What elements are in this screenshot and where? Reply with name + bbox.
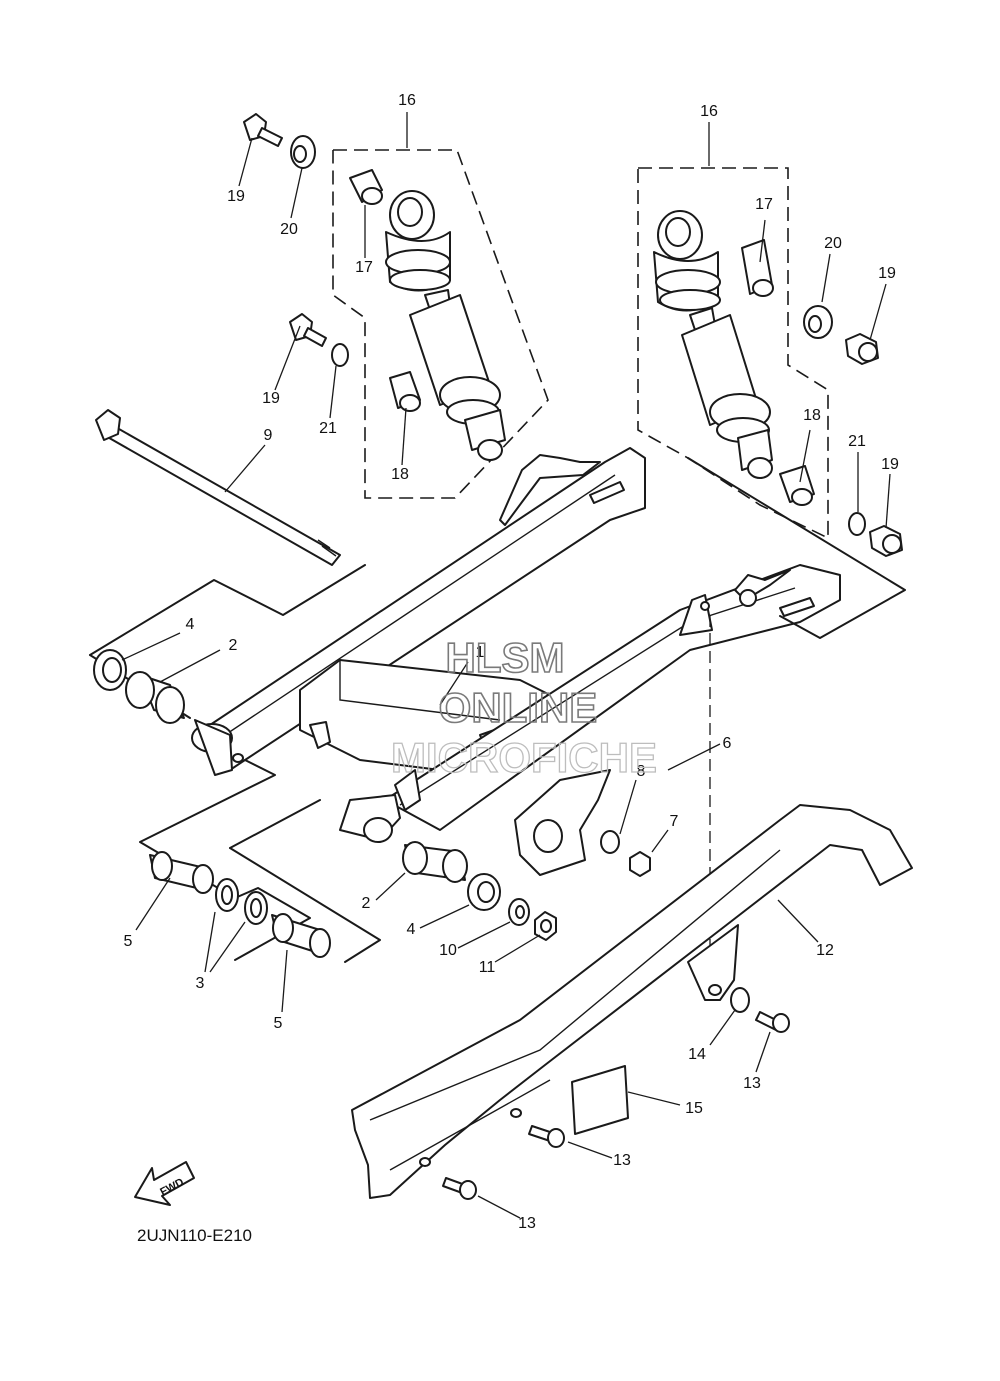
- washer-20-left: [290, 135, 316, 169]
- callout-17-left: 17: [355, 259, 373, 276]
- callout-18-left: 18: [391, 466, 409, 483]
- bushing-18-right: [779, 465, 815, 506]
- collar-5-lower: [271, 913, 331, 958]
- callout-18-right: 18: [803, 407, 821, 424]
- callout-4-right: 4: [407, 921, 416, 938]
- callout-20-right: 20: [824, 235, 842, 252]
- callout-19-right-upper: 19: [878, 265, 896, 282]
- swingarm: [191, 447, 841, 843]
- callout-19-mid-left: 19: [262, 390, 280, 407]
- washer-3-b: [244, 891, 268, 925]
- screw-13-b: [528, 1125, 565, 1148]
- bolt-19-top-left: [243, 113, 283, 147]
- callout-20-left: 20: [280, 221, 298, 238]
- callout-17-right: 17: [755, 196, 773, 213]
- seal-4-right: [467, 873, 501, 911]
- bushing-2-right: [402, 841, 468, 883]
- callouts: 16 16 17 17 18 18 19 19 19 19 20 20 21 2…: [124, 92, 899, 1232]
- shock-group-left-box: [332, 149, 549, 499]
- callout-16-right: 16: [700, 103, 718, 120]
- washer-21-left: [331, 343, 349, 367]
- chain-case-12: [351, 804, 913, 1199]
- callout-4-left: 4: [186, 616, 195, 633]
- bolt-19-right-upper: [845, 333, 879, 365]
- callout-1: 1: [476, 644, 485, 661]
- callout-13-right: 13: [743, 1075, 761, 1092]
- callout-19-right-lower: 19: [881, 456, 899, 473]
- seal-4-left: [93, 649, 127, 691]
- watermark-line-3: MICROFICHE: [391, 734, 657, 781]
- bushing-2-left: [125, 671, 185, 724]
- washer-21-right: [848, 512, 866, 536]
- washer-14: [730, 987, 750, 1013]
- washer-20-right: [803, 305, 833, 339]
- watermark-line-2: ONLINE: [439, 684, 598, 731]
- callout-5-upper: 5: [124, 933, 133, 950]
- pivot-axle: [95, 409, 341, 566]
- shock-group-right-box: [637, 167, 829, 540]
- bolt-19-right-lower: [869, 525, 903, 557]
- callout-21-right: 21: [848, 433, 866, 450]
- washer-8: [600, 830, 620, 854]
- leader-lines: [121, 112, 891, 1219]
- callout-14: 14: [688, 1046, 706, 1063]
- collar-5-upper: [149, 851, 214, 894]
- callout-2-right: 2: [362, 895, 371, 912]
- fwd-arrow-icon: FWD: [134, 1161, 195, 1206]
- callout-11: 11: [479, 959, 496, 976]
- screw-13-c: [442, 1177, 477, 1200]
- callout-12: 12: [816, 942, 834, 959]
- callout-2-left: 2: [229, 637, 238, 654]
- bolt-7: [629, 851, 651, 877]
- callout-5-lower: 5: [274, 1015, 283, 1032]
- callout-9: 9: [264, 427, 273, 444]
- nut-11: [534, 911, 557, 941]
- bushing-17-left: [349, 169, 383, 205]
- label-15: [571, 1065, 629, 1135]
- shock-absorber-left: [385, 190, 506, 461]
- screw-13-a: [755, 1011, 790, 1033]
- washer-3-a: [215, 878, 239, 912]
- watermark: HLSM ONLINE MICROFICHE: [390, 633, 657, 781]
- callout-21-left: 21: [319, 420, 337, 437]
- chain-puller-6: [514, 769, 611, 876]
- bushing-17-right: [741, 239, 774, 297]
- watermark-line-1: HLSM: [446, 634, 565, 681]
- callout-8: 8: [637, 763, 646, 780]
- shock-absorber-right: [653, 210, 773, 479]
- bushing-18-left: [389, 371, 421, 412]
- callout-16-left: 16: [398, 92, 416, 109]
- bolt-19-mid-left: [289, 313, 327, 347]
- callout-19-top-left: 19: [227, 188, 245, 205]
- callout-3: 3: [196, 975, 205, 992]
- washer-10: [508, 898, 530, 926]
- callout-13-middle: 13: [613, 1152, 631, 1169]
- callout-13-bottom: 13: [518, 1215, 536, 1232]
- callout-10: 10: [439, 942, 457, 959]
- drawing-code: 2UJN110-E210: [137, 1226, 252, 1245]
- callout-6: 6: [723, 735, 732, 752]
- callout-15: 15: [685, 1100, 703, 1117]
- callout-7: 7: [670, 813, 679, 830]
